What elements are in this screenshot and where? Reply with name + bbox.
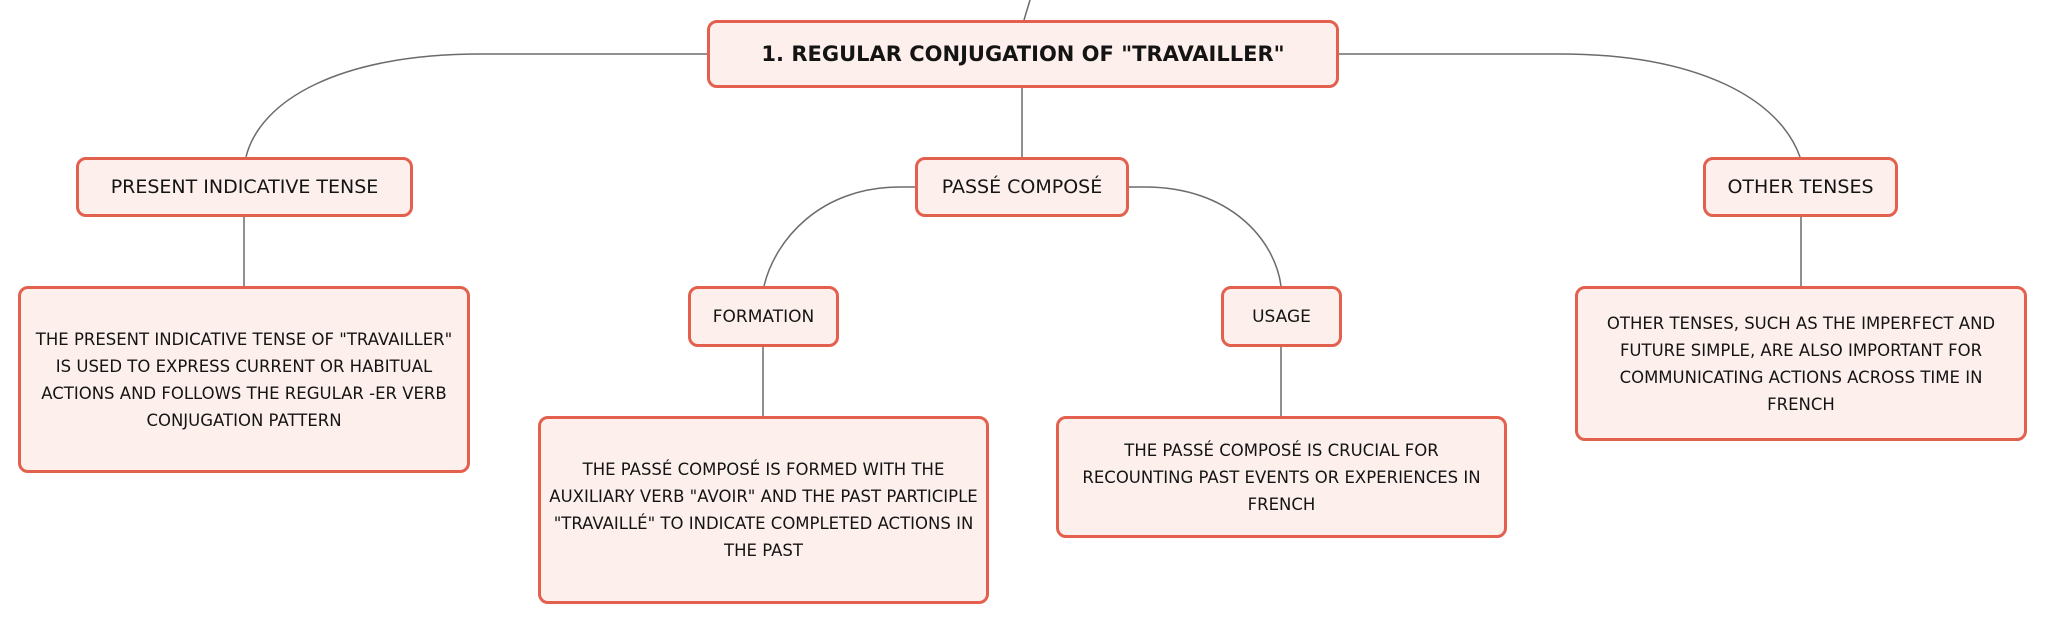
connector-root-to-present <box>245 53 707 158</box>
present-indicative-description: THE PRESENT INDICATIVE TENSE OF "TRAVAIL… <box>35 329 453 430</box>
other-tenses-description-node[interactable]: OTHER TENSES, SUCH AS THE IMPERFECT AND … <box>1575 286 2027 441</box>
root-node[interactable]: 1. REGULAR CONJUGATION OF "TRAVAILLER" <box>707 20 1339 88</box>
formation-node[interactable]: FORMATION <box>688 286 839 347</box>
usage-node[interactable]: USAGE <box>1221 286 1342 347</box>
connector-parent-to-root <box>1023 0 1031 21</box>
connector-passe-to-formation <box>763 186 915 287</box>
usage-label: USAGE <box>1252 306 1311 327</box>
other-tenses-label: OTHER TENSES <box>1727 176 1874 198</box>
connector-root-to-other <box>1339 53 1801 158</box>
formation-label: FORMATION <box>712 306 815 327</box>
connector-passe-to-usage <box>1129 186 1282 287</box>
present-indicative-node[interactable]: PRESENT INDICATIVE TENSE <box>76 157 413 217</box>
passe-compose-label: PASSÉ COMPOSÉ <box>941 176 1103 198</box>
other-tenses-node[interactable]: OTHER TENSES <box>1703 157 1898 217</box>
formation-description: THE PASSÉ COMPOSÉ IS FORMED WITH THE AUX… <box>549 460 978 560</box>
present-indicative-label: PRESENT INDICATIVE TENSE <box>110 176 379 198</box>
other-tenses-description: OTHER TENSES, SUCH AS THE IMPERFECT AND … <box>1606 313 1996 414</box>
usage-description: THE PASSÉ COMPOSÉ IS CRUCIAL FOR RECOUNT… <box>1082 440 1481 514</box>
formation-description-node[interactable]: THE PASSÉ COMPOSÉ IS FORMED WITH THE AUX… <box>538 416 989 604</box>
passe-compose-node[interactable]: PASSÉ COMPOSÉ <box>915 157 1129 217</box>
present-indicative-description-node[interactable]: THE PRESENT INDICATIVE TENSE OF "TRAVAIL… <box>18 286 470 473</box>
usage-description-node[interactable]: THE PASSÉ COMPOSÉ IS CRUCIAL FOR RECOUNT… <box>1056 416 1507 538</box>
root-node-label: 1. REGULAR CONJUGATION OF "TRAVAILLER" <box>761 42 1285 66</box>
